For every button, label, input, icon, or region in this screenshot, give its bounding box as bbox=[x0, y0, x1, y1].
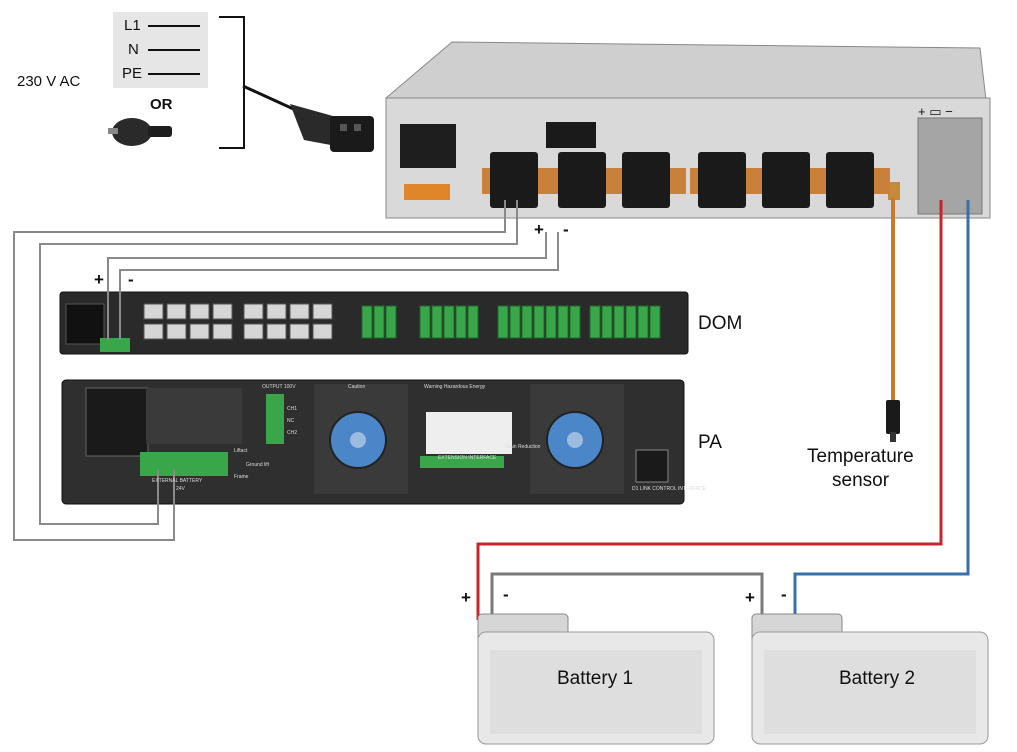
charger-output-blocks bbox=[482, 152, 890, 208]
pa-fan-left bbox=[314, 384, 408, 494]
dom-terminal bbox=[497, 305, 509, 339]
dom-rj45-port bbox=[212, 323, 233, 340]
charger-output-plug bbox=[826, 152, 874, 208]
dom-label: DOM bbox=[698, 313, 743, 334]
charger-minus-label: - bbox=[563, 220, 569, 239]
battery-2-label: Battery 2 bbox=[839, 668, 916, 689]
charger-plus-label: + bbox=[534, 220, 544, 239]
dom-terminal bbox=[649, 305, 661, 339]
pa-ch1-label: CH1 bbox=[287, 406, 298, 412]
wire-pa-plus bbox=[13, 200, 506, 541]
sensor-label-line2: sensor bbox=[832, 470, 890, 491]
pa-output-label: OUTPUT 100V bbox=[262, 384, 296, 390]
charger-output-plug bbox=[762, 152, 810, 208]
bracket bbox=[219, 16, 245, 149]
pa-label: PA bbox=[698, 432, 722, 453]
pa-link-label: D1 LINK CONTROL INTERFACE bbox=[632, 486, 706, 492]
dom-terminal bbox=[533, 305, 545, 339]
dom-rj45-port bbox=[289, 303, 310, 320]
dom-rj45-port bbox=[143, 323, 164, 340]
battery2-minus-label: - bbox=[781, 585, 787, 604]
dom-terminal bbox=[601, 305, 613, 339]
dom-terminal bbox=[569, 305, 581, 339]
battery1-minus-label: - bbox=[503, 585, 509, 604]
charger-output-plug bbox=[698, 152, 746, 208]
dom-terminal bbox=[361, 305, 373, 339]
dc-distribution-wires bbox=[13, 200, 559, 541]
dom-rj45-port bbox=[166, 303, 187, 320]
temperature-sensor-probe-icon bbox=[886, 400, 900, 442]
wire-pa-minus bbox=[39, 200, 518, 525]
dom-terminal bbox=[521, 305, 533, 339]
dom-rj45-port bbox=[312, 323, 333, 340]
battery-link-wire bbox=[490, 572, 764, 620]
or-label: OR bbox=[150, 96, 173, 113]
pa-liftact-label: Liftact bbox=[234, 448, 248, 454]
dom-rj45-port bbox=[189, 323, 210, 340]
voltage-label: 230 V AC bbox=[17, 73, 81, 90]
battery-positive-wire bbox=[476, 200, 943, 620]
charger-unit bbox=[384, 41, 991, 219]
dom-rj45-port bbox=[243, 323, 264, 340]
wire-dom-minus bbox=[119, 232, 559, 340]
dom-terminal bbox=[613, 305, 625, 339]
pa-gain-label: Gain Reduction bbox=[506, 444, 541, 450]
dom-terminal bbox=[431, 305, 443, 339]
battery1-plus-label: + bbox=[461, 588, 471, 607]
battery2-plus-label: + bbox=[745, 588, 755, 607]
pa-ground-label: Ground lift bbox=[246, 462, 270, 468]
sensor-label-line1: Temperature bbox=[807, 446, 914, 467]
dom-terminal bbox=[637, 305, 649, 339]
dom-rj45-port bbox=[143, 303, 164, 320]
dom-rj45-port bbox=[212, 303, 233, 320]
mains-n-label: N bbox=[128, 41, 139, 58]
dom-rj45-ports bbox=[143, 303, 333, 340]
dom-terminal bbox=[509, 305, 521, 339]
dom-terminal bbox=[589, 305, 601, 339]
pa-nc-label: NC bbox=[287, 418, 295, 424]
mains-l1-label: L1 bbox=[124, 17, 141, 34]
dom-rj45-port bbox=[312, 303, 333, 320]
dom-rj45-port bbox=[243, 303, 264, 320]
pa-battery-label: EXTERNAL BATTERY bbox=[152, 478, 203, 484]
pa-warning-label: Warning Hazardous Energy bbox=[424, 384, 486, 390]
dom-terminal bbox=[625, 305, 637, 339]
dom-rj45-port bbox=[289, 323, 310, 340]
dom-terminal bbox=[385, 305, 397, 339]
schuko-plug-icon bbox=[108, 118, 172, 146]
dom-terminal bbox=[455, 305, 467, 339]
charger-output-plug bbox=[490, 152, 538, 208]
pa-extension-label: EXTENSION INTERFACE bbox=[438, 455, 497, 461]
dom-terminal bbox=[443, 305, 455, 339]
battery-1 bbox=[477, 613, 715, 745]
battery-2 bbox=[751, 613, 989, 745]
battery-negative-wire bbox=[793, 200, 970, 620]
iec-plug-icon bbox=[290, 104, 374, 152]
dom-minus-label: - bbox=[128, 270, 134, 289]
charger-polarity-label: + ▭ − bbox=[918, 104, 953, 119]
dom-terminal-blocks bbox=[361, 305, 661, 339]
pa-caution-label: Caution bbox=[348, 384, 366, 390]
pa-ch2-label: CH2 bbox=[287, 430, 298, 436]
pa-frame-label: Frame bbox=[234, 474, 249, 480]
dom-terminal bbox=[467, 305, 479, 339]
dom-rj45-port bbox=[266, 303, 287, 320]
dom-terminal bbox=[373, 305, 385, 339]
iec-cable bbox=[242, 84, 301, 114]
dom-terminal bbox=[557, 305, 569, 339]
dom-rj45-port bbox=[266, 323, 287, 340]
dom-terminal bbox=[545, 305, 557, 339]
charger-output-plug bbox=[622, 152, 670, 208]
battery-1-label: Battery 1 bbox=[557, 668, 634, 689]
pa-fan-right bbox=[530, 384, 624, 494]
pa-battery-voltage: 24V bbox=[176, 486, 185, 492]
dom-rj45-port bbox=[189, 303, 210, 320]
dom-terminal bbox=[419, 305, 431, 339]
wire-dom-plus bbox=[107, 232, 547, 340]
charger-output-plug bbox=[558, 152, 606, 208]
mains-pe-label: PE bbox=[122, 65, 143, 82]
dom-rj45-port bbox=[166, 323, 187, 340]
dom-plus-label: + bbox=[94, 270, 104, 289]
